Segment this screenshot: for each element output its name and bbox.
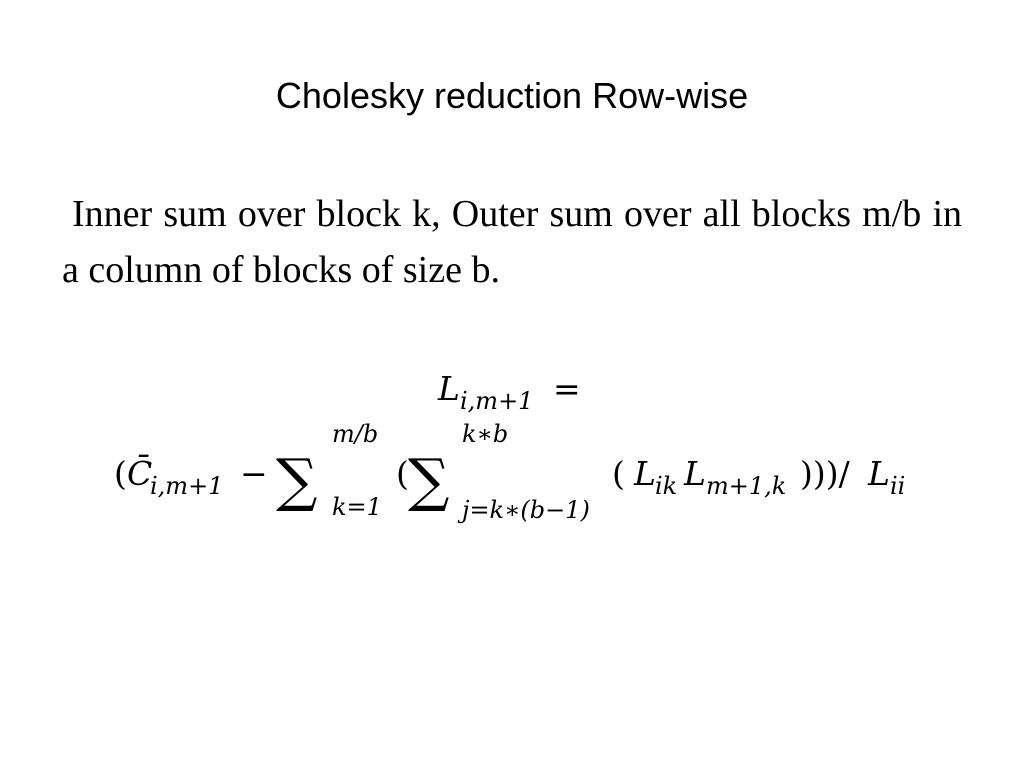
inner-sum-upper-limit: k∗b: [462, 420, 508, 448]
c-bar-subscript: i,m+1: [150, 472, 223, 500]
minus-sign: −: [240, 454, 268, 493]
l-ik-symbol: L: [633, 454, 656, 493]
inner-open-paren: (: [396, 454, 409, 493]
l-m-subscript: m+1,k: [706, 472, 786, 500]
l-ik-subscript: ik: [655, 472, 677, 500]
outer-sum-upper-limit: m/b: [332, 420, 378, 448]
lhs-subscript: i,m+1: [460, 387, 533, 415]
slide-title: Cholesky reduction Row-wise: [275, 75, 749, 116]
closing-parens-slash: )))/: [800, 454, 851, 493]
c-bar-symbol: C̄: [127, 453, 152, 493]
inner-sum-lower-limit: j=k∗(b−1): [457, 496, 590, 524]
outer-sum-lower-limit: k=1: [332, 493, 382, 521]
outer-sum-symbol: ∑: [276, 446, 317, 514]
l-m-symbol: L: [683, 454, 706, 493]
slide-body-text: Inner sum over block k, Outer sum over a…: [62, 193, 962, 291]
rhs-open-paren: (: [114, 454, 127, 493]
lhs-symbol: L: [437, 369, 460, 408]
lhs-equals: =: [553, 369, 581, 408]
term-open-paren: (: [612, 454, 625, 493]
l-ii-subscript: ii: [890, 472, 905, 500]
formula-rhs: ( C̄ i,m+1 − ∑ m/b k=1 ( ∑ k∗b j=k∗(b−1)…: [114, 420, 905, 524]
l-ii-symbol: L: [867, 454, 890, 493]
formula-lhs: L i,m+1 =: [437, 369, 581, 415]
inner-sum-symbol: ∑: [408, 446, 449, 514]
